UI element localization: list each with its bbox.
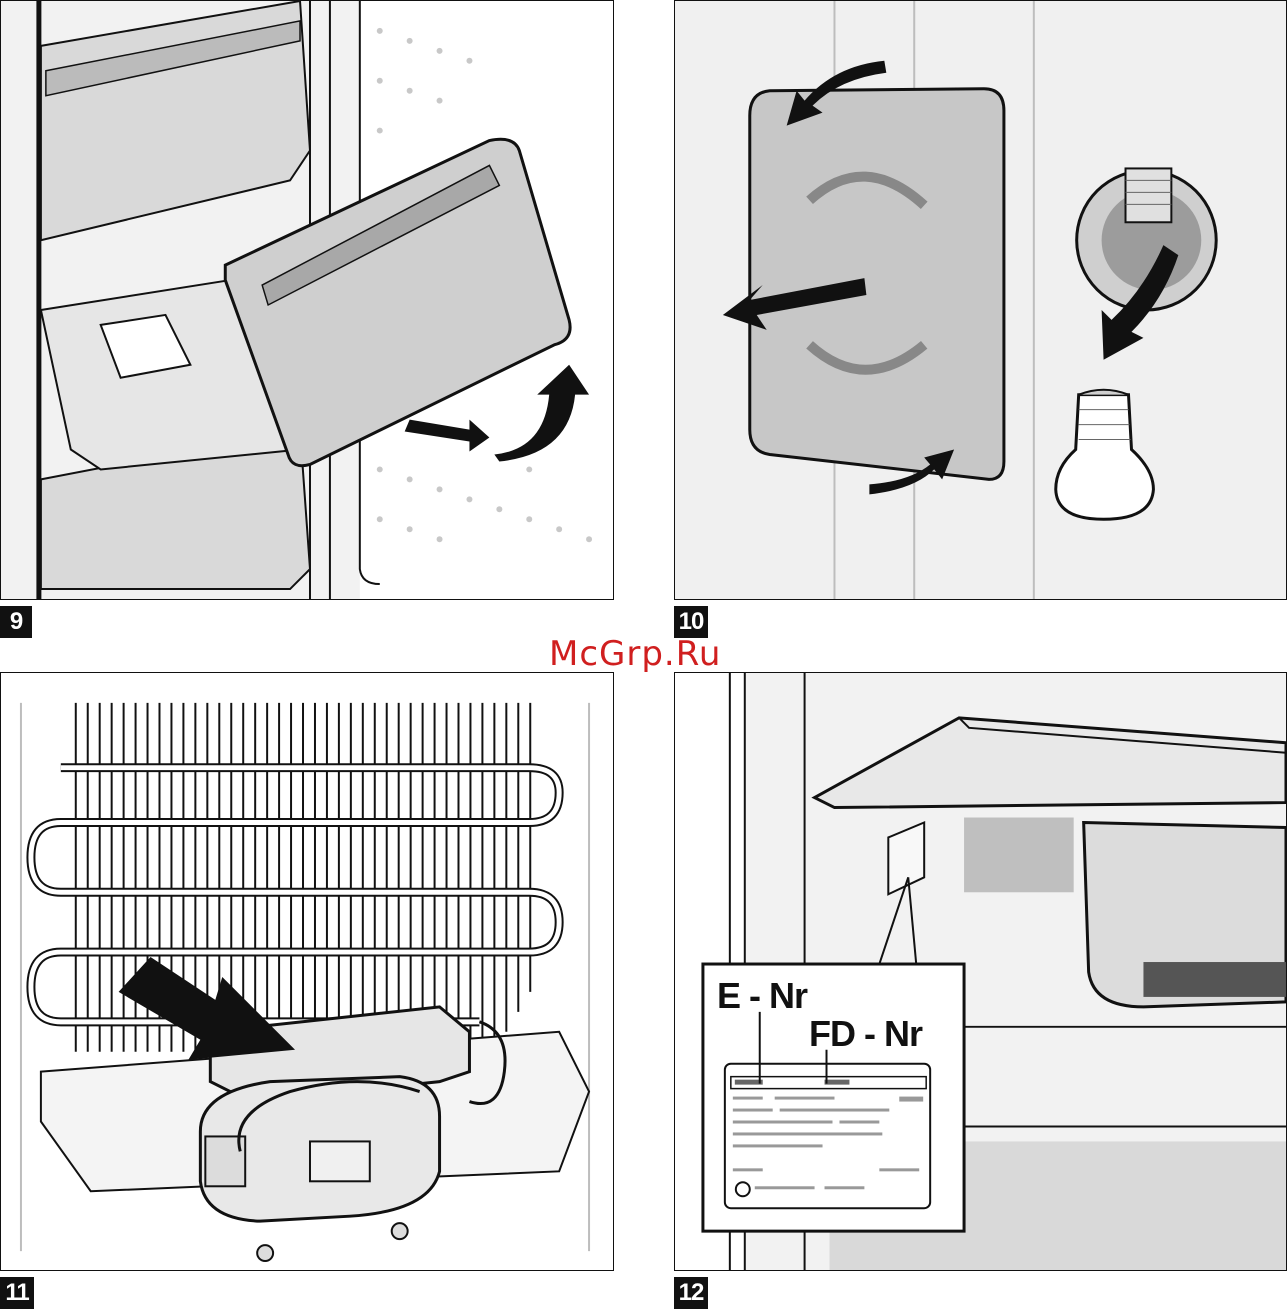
rating-plate-illustration — [675, 673, 1286, 1270]
fd-number-label: FD - Nr — [809, 1013, 922, 1055]
figure-10-bulb-replacement — [674, 0, 1287, 600]
watermark-text: McGrp.Ru — [549, 634, 721, 674]
drawer-illustration — [1, 1, 613, 599]
figure-number-11: 11 — [0, 1277, 34, 1309]
figure-number-12: 12 — [674, 1277, 708, 1309]
bulb-illustration — [675, 1, 1286, 599]
compressor-illustration — [1, 673, 613, 1270]
figure-11-condenser-compressor — [0, 672, 614, 1271]
e-number-label: E - Nr — [717, 975, 807, 1017]
figure-9-drawer-removal — [0, 0, 614, 600]
figure-12-rating-plate — [674, 672, 1287, 1271]
figure-number-9: 9 — [0, 606, 32, 638]
